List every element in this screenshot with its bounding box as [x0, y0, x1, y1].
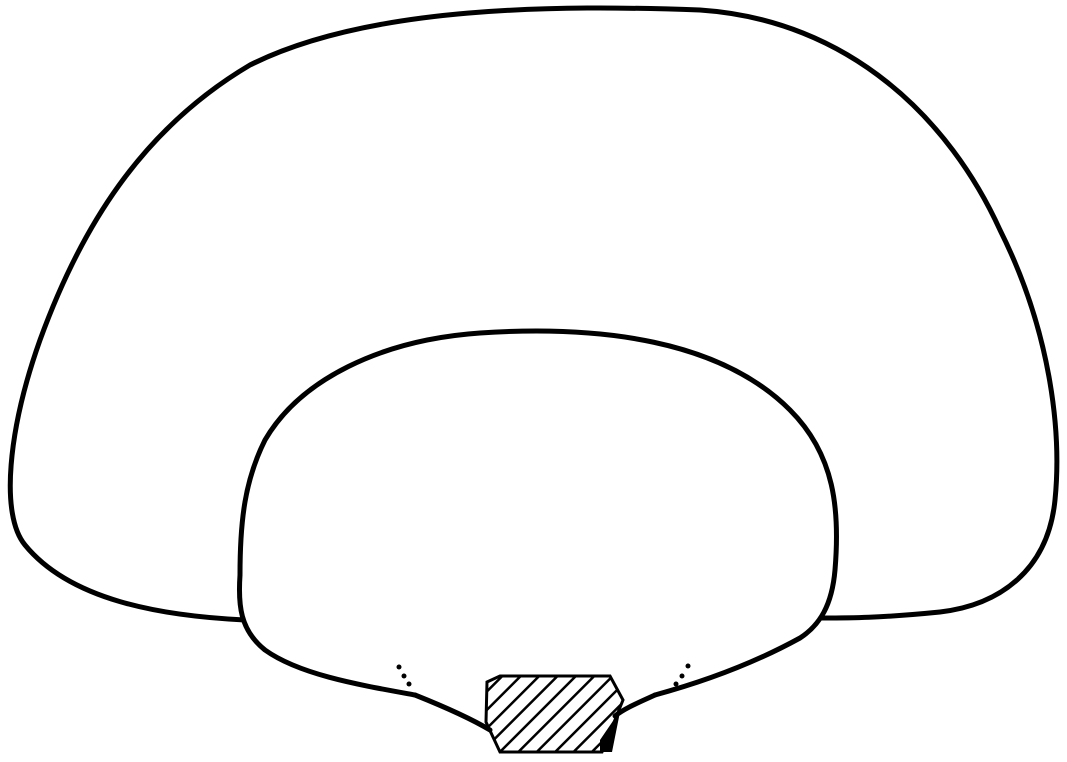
dot-left-1	[397, 665, 402, 670]
dot-left-2	[402, 674, 407, 679]
inner-lobe	[239, 331, 836, 695]
dot-right-3	[674, 682, 679, 687]
left-stem-connector	[415, 695, 490, 730]
dot-left-3	[407, 682, 412, 687]
dot-right-2	[680, 674, 685, 679]
dot-right-1	[686, 664, 691, 669]
hatched-stem	[480, 670, 630, 760]
